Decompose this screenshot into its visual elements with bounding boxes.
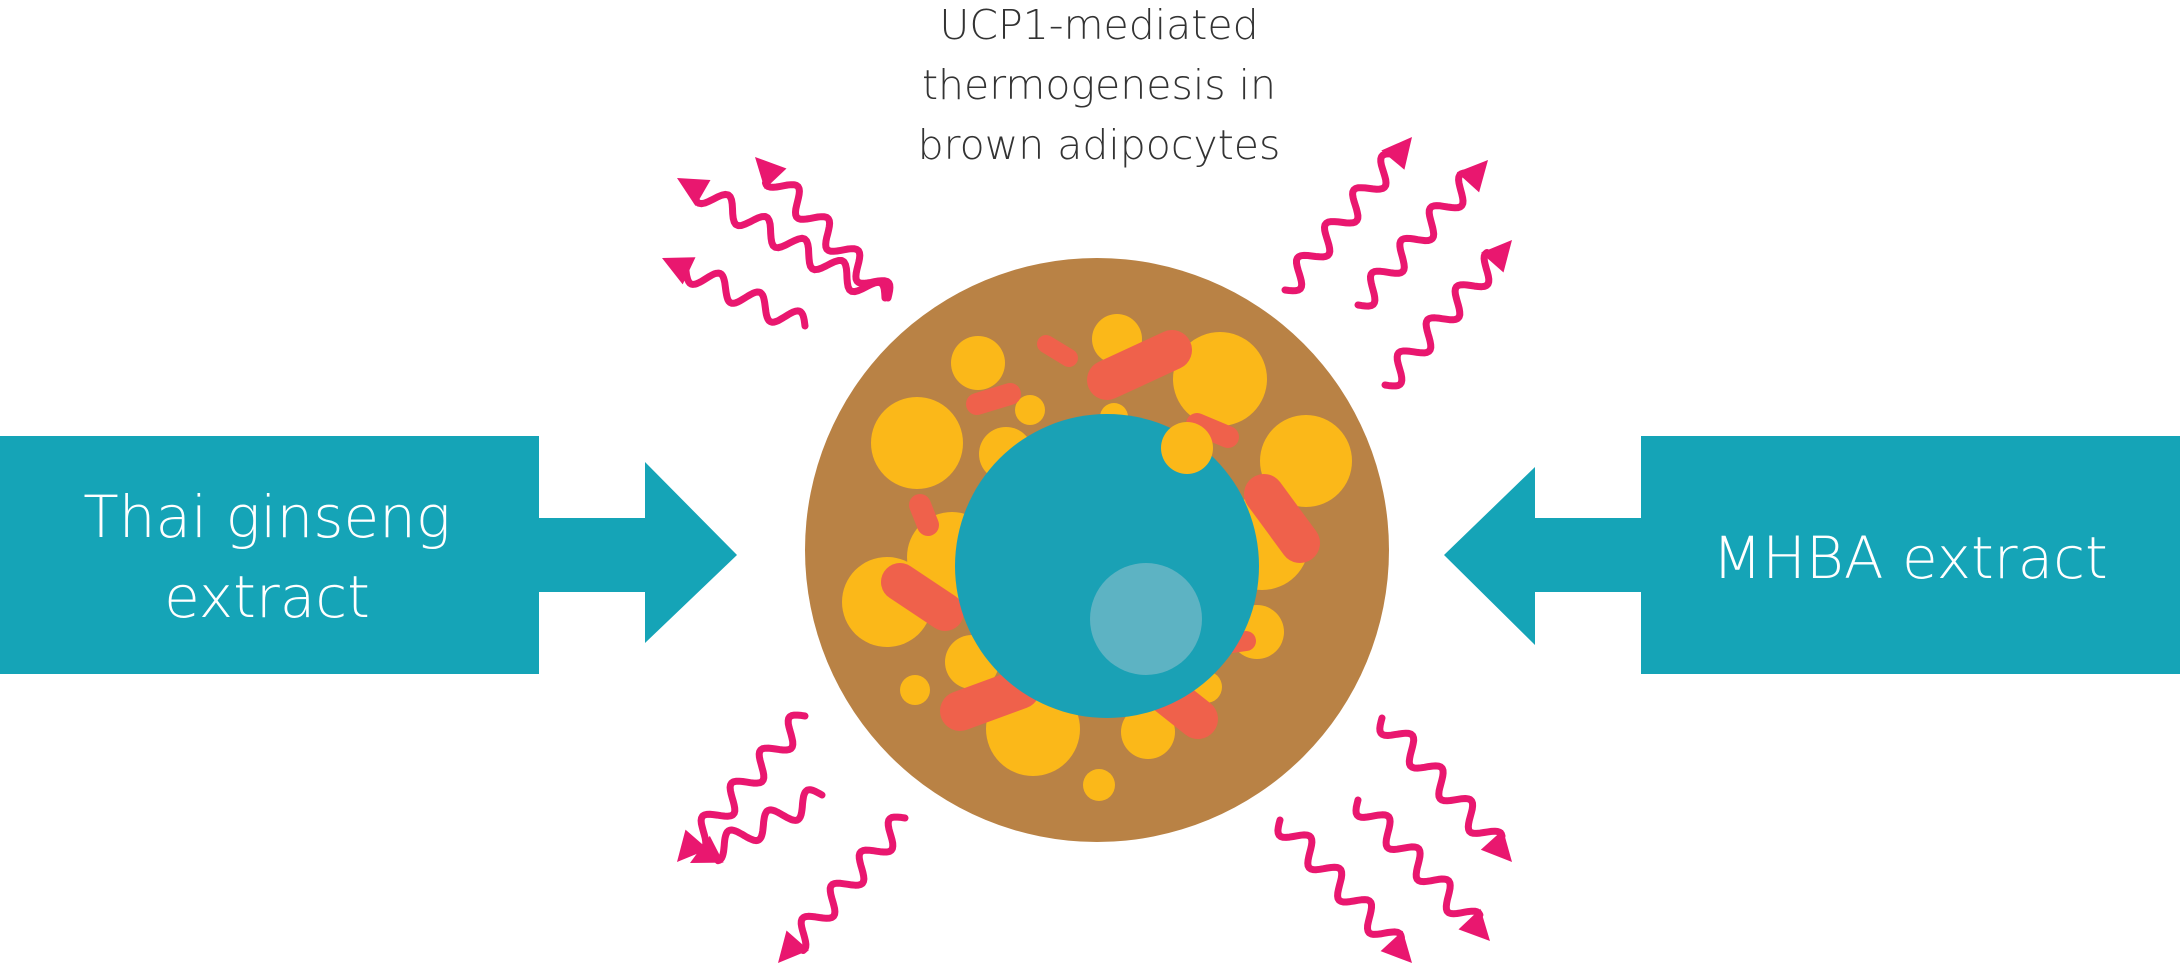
heat-wave-arrowhead [1481,240,1512,273]
heat-wave-arrowhead [1456,160,1488,193]
right-input-label: MHBA extract [1712,524,2108,592]
heat-wave [1281,150,1396,295]
right-input-arrow: MHBA extract [1444,436,2180,674]
heat-wave-arrowhead [778,930,809,963]
heat-wave-arrowhead [1381,137,1412,170]
mitochondrion [1244,474,1320,563]
lipid-droplet [1161,422,1213,474]
lipid-droplets-front [1161,422,1213,474]
diagram-title: UCP1-mediated thermogenesis in brown adi… [918,1,1281,169]
heat-wave-arrowhead [1458,908,1490,941]
heat-wave-arrowhead [677,178,711,206]
heat-wave [1376,714,1506,840]
heat-wave [714,786,826,865]
mitochondrion [909,494,939,536]
heat-wave [697,711,809,853]
left-input-label-line-1: Thai ginseng [83,483,450,551]
heat-wave-arrowhead [1380,930,1412,963]
heat-wave-arrowhead [1480,829,1512,862]
right-arrow-head [1444,467,1641,645]
lipid-droplet [871,397,963,489]
left-arrow-head [539,462,737,643]
lipid-droplet [900,675,930,705]
nucleolus [1090,563,1202,675]
lipid-droplet [951,336,1005,390]
mitochondrion [881,563,964,631]
heat-wave [1352,796,1484,919]
title-line-2: thermogenesis in [922,61,1276,109]
heat-wave [1274,816,1405,941]
lipid-droplet [1173,332,1267,426]
right-input-box [1641,436,2180,674]
title-line-1: UCP1-mediated [939,1,1258,49]
heat-waves [662,137,1512,963]
heat-wave [762,179,894,302]
nucleus [955,414,1259,718]
lipid-droplet [1121,705,1175,759]
mitochondria [881,330,1320,739]
heat-wave-arrowhead [677,829,709,862]
left-input-arrow: Thai ginseng extract [0,436,737,674]
title-line-3: brown adipocytes [918,121,1281,169]
heat-wave [1354,169,1468,310]
heat-wave-arrowhead [662,257,696,285]
mitochondrion [1186,413,1239,448]
left-input-box [0,436,539,674]
mitochondrion [966,383,1021,415]
heat-wave [682,265,809,330]
heat-wave-arrowhead [690,835,724,863]
mitochondrion [940,669,1040,731]
brown-adipocyte-cell [805,258,1389,842]
heat-wave [691,190,889,302]
heat-wave [797,813,909,954]
heat-wave-arrowhead [755,157,787,190]
mitochondrion [1037,335,1078,367]
left-input-label-line-2: extract [164,563,370,631]
lipid-droplet [1260,415,1352,507]
heat-wave [1381,249,1493,390]
lipid-droplet [1083,769,1115,801]
lipid-droplet [1015,395,1045,425]
mitochondrion [1087,330,1192,400]
